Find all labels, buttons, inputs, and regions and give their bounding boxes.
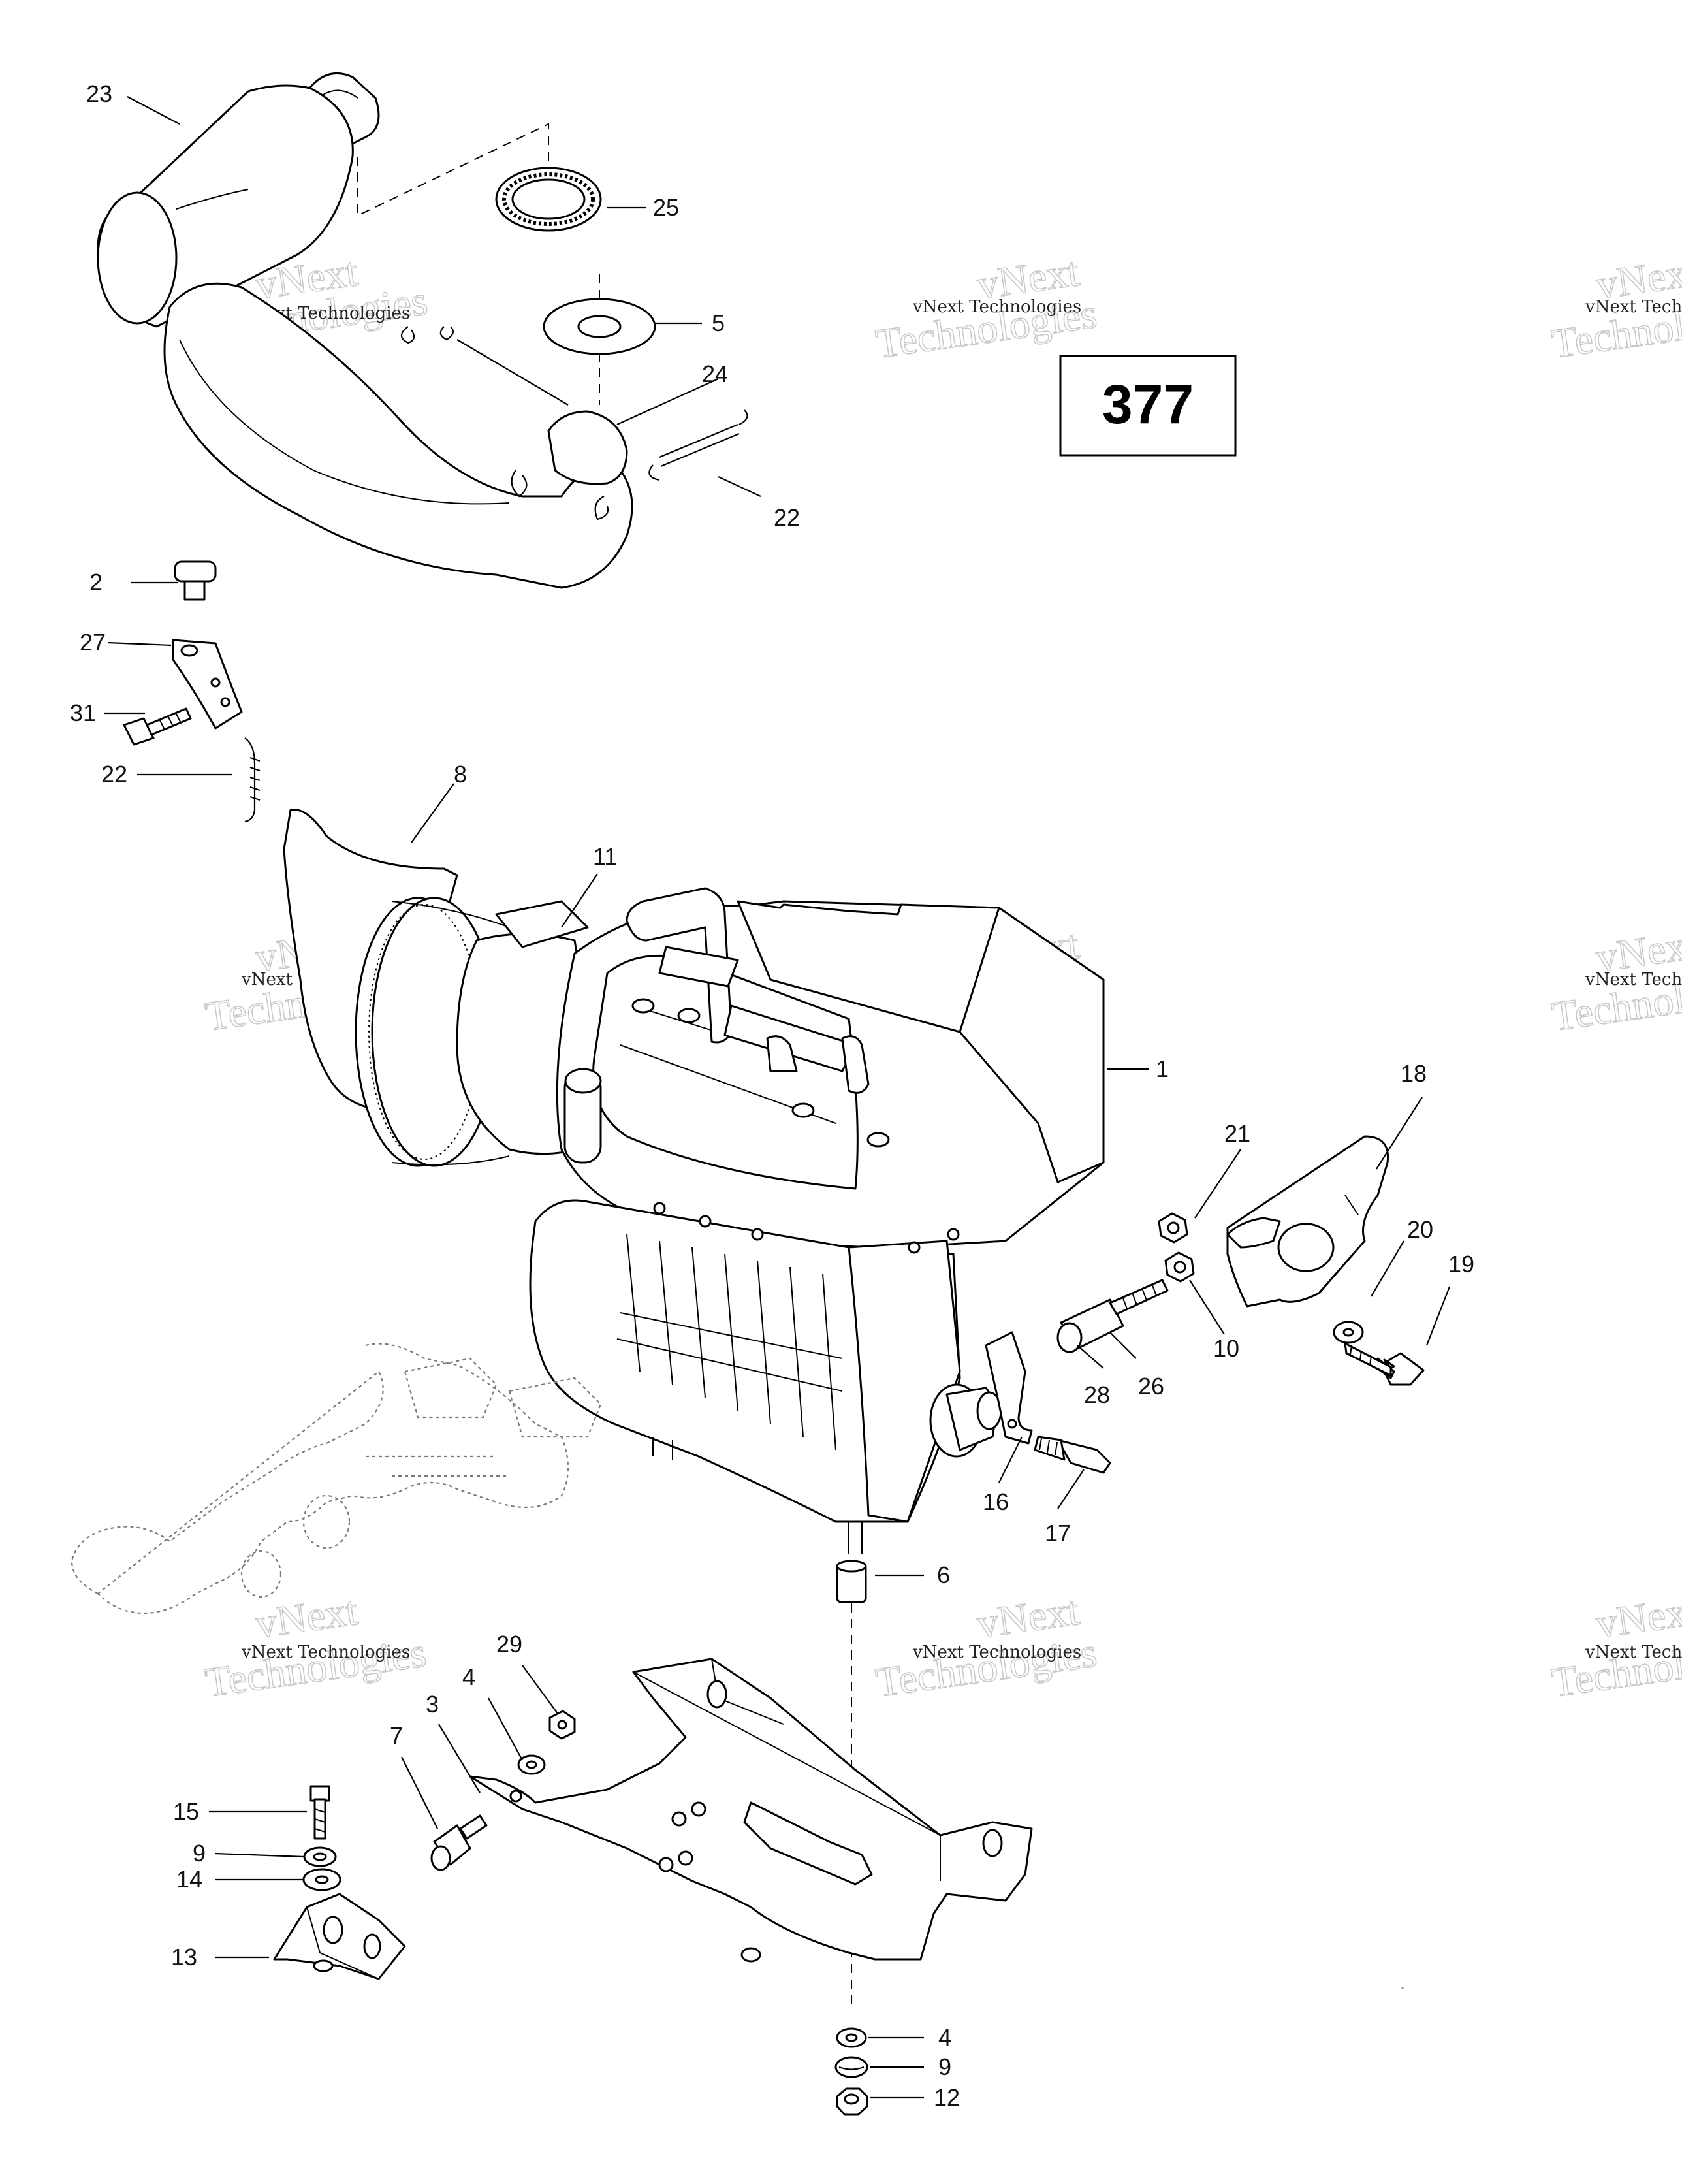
callout-label: 17 bbox=[1045, 1520, 1071, 1547]
bolt-15 bbox=[309, 1785, 330, 1840]
callout-label: 12 bbox=[934, 2084, 960, 2111]
spring-top bbox=[648, 410, 748, 481]
callout-label: 14 bbox=[176, 1866, 202, 1893]
callout-label: 26 bbox=[1138, 1373, 1164, 1400]
callout-label: 3 bbox=[426, 1691, 439, 1718]
watermark: vNext Technologies vNext Technologies bbox=[1548, 248, 1682, 368]
callout-label: 25 bbox=[653, 194, 679, 221]
callout-label: 27 bbox=[80, 629, 106, 656]
ghost-outline bbox=[71, 1343, 602, 1614]
watermark: vNext Technologies vNext Technologies bbox=[1548, 1586, 1682, 1707]
callout-label: 9 bbox=[938, 2053, 951, 2080]
watermark-technologies: Technologies bbox=[202, 1629, 429, 1706]
callout-label: 16 bbox=[983, 1488, 1009, 1515]
callout-label: 1 bbox=[1156, 1055, 1169, 1082]
callout-label: 24 bbox=[702, 361, 728, 387]
watermark-text: vNext Technologies bbox=[912, 297, 1081, 317]
callout-label: 2 bbox=[89, 569, 103, 596]
bolt-19 bbox=[1344, 1342, 1425, 1386]
watermark: vNext Technologies vNext Technologies bbox=[872, 248, 1100, 368]
washer-14 bbox=[302, 1868, 341, 1891]
washer-9-left bbox=[303, 1846, 337, 1867]
stud-26-28 bbox=[1056, 1279, 1169, 1353]
callout-label: 9 bbox=[193, 1840, 206, 1867]
callout-label: 4 bbox=[938, 2024, 951, 2051]
callout-labels: 23 25 5 24 22 2 27 31 22 8 11 1 18 21 20… bbox=[70, 80, 1474, 2111]
watermark: vNext Technologies vNext Technologies bbox=[1548, 920, 1682, 1040]
mount-plate-18 bbox=[1226, 1135, 1389, 1308]
nut-10 bbox=[1164, 1251, 1195, 1283]
engine-support-plate bbox=[469, 1658, 1033, 1963]
watermark-text: vNext Technologies bbox=[1585, 970, 1682, 989]
bracket-27 bbox=[172, 639, 243, 730]
callout-label: 22 bbox=[101, 761, 127, 788]
stray-mark bbox=[1401, 1987, 1404, 1989]
callout-label: 15 bbox=[173, 1798, 199, 1825]
callout-label: 5 bbox=[712, 310, 725, 336]
muffler-assembly bbox=[97, 72, 633, 589]
spacer-6 bbox=[836, 1560, 867, 1603]
leader-lines bbox=[104, 96, 1451, 2099]
callout-label: 13 bbox=[171, 1944, 197, 1970]
callout-label: 18 bbox=[1401, 1060, 1427, 1087]
nut-12 bbox=[836, 2087, 868, 2116]
callout-label: 7 bbox=[390, 1722, 403, 1749]
callout-label: 28 bbox=[1084, 1381, 1110, 1408]
callout-label: 6 bbox=[937, 1562, 950, 1588]
bumper-2 bbox=[174, 560, 217, 601]
watermark: vNext Technologies vNext Technologies bbox=[872, 1586, 1100, 1707]
engine-block bbox=[283, 809, 1105, 1554]
watermark-text: vNext Technologies bbox=[1585, 297, 1682, 317]
callout-label: 11 bbox=[593, 843, 617, 870]
mount-13 bbox=[273, 1893, 406, 1980]
page-number: 377 bbox=[1102, 374, 1194, 435]
callout-label: 10 bbox=[1213, 1335, 1239, 1362]
stud-7 bbox=[430, 1814, 488, 1871]
callout-label: 20 bbox=[1407, 1216, 1433, 1243]
spring-22-left bbox=[244, 737, 261, 823]
bracket-16 bbox=[985, 1331, 1033, 1445]
gasket bbox=[543, 298, 656, 355]
watermark-vnext: vNext bbox=[253, 1587, 360, 1647]
callout-label: 22 bbox=[774, 504, 800, 531]
watermark-text: vNext Technologies bbox=[241, 1643, 410, 1662]
page-number-box: 377 bbox=[1059, 355, 1237, 457]
nut-21 bbox=[1158, 1212, 1188, 1244]
washer-20 bbox=[1333, 1321, 1364, 1344]
watermark-text: vNext Technologies bbox=[1585, 1643, 1682, 1662]
exhaust-seal bbox=[495, 167, 602, 232]
watermark-text: vNext Technologies bbox=[912, 1643, 1081, 1662]
bolt-17 bbox=[1034, 1436, 1111, 1474]
callout-label: 19 bbox=[1448, 1251, 1474, 1277]
washer-4-bottom bbox=[836, 2027, 867, 2048]
callout-label: 8 bbox=[454, 761, 467, 788]
washer-4-top bbox=[517, 1754, 546, 1775]
watermark: vNext Technologies vNext Technologies bbox=[202, 1586, 429, 1707]
nut-29 bbox=[548, 1710, 576, 1740]
callout-label: 31 bbox=[70, 699, 96, 726]
callout-label: 21 bbox=[1224, 1120, 1250, 1147]
callout-label: 29 bbox=[496, 1631, 522, 1658]
watermark-vnext: vNext bbox=[1593, 1587, 1682, 1647]
callout-label: 23 bbox=[86, 80, 112, 107]
bolt-31 bbox=[123, 707, 192, 746]
callout-label: 4 bbox=[462, 1663, 475, 1690]
washer-9-bottom bbox=[834, 2056, 868, 2078]
